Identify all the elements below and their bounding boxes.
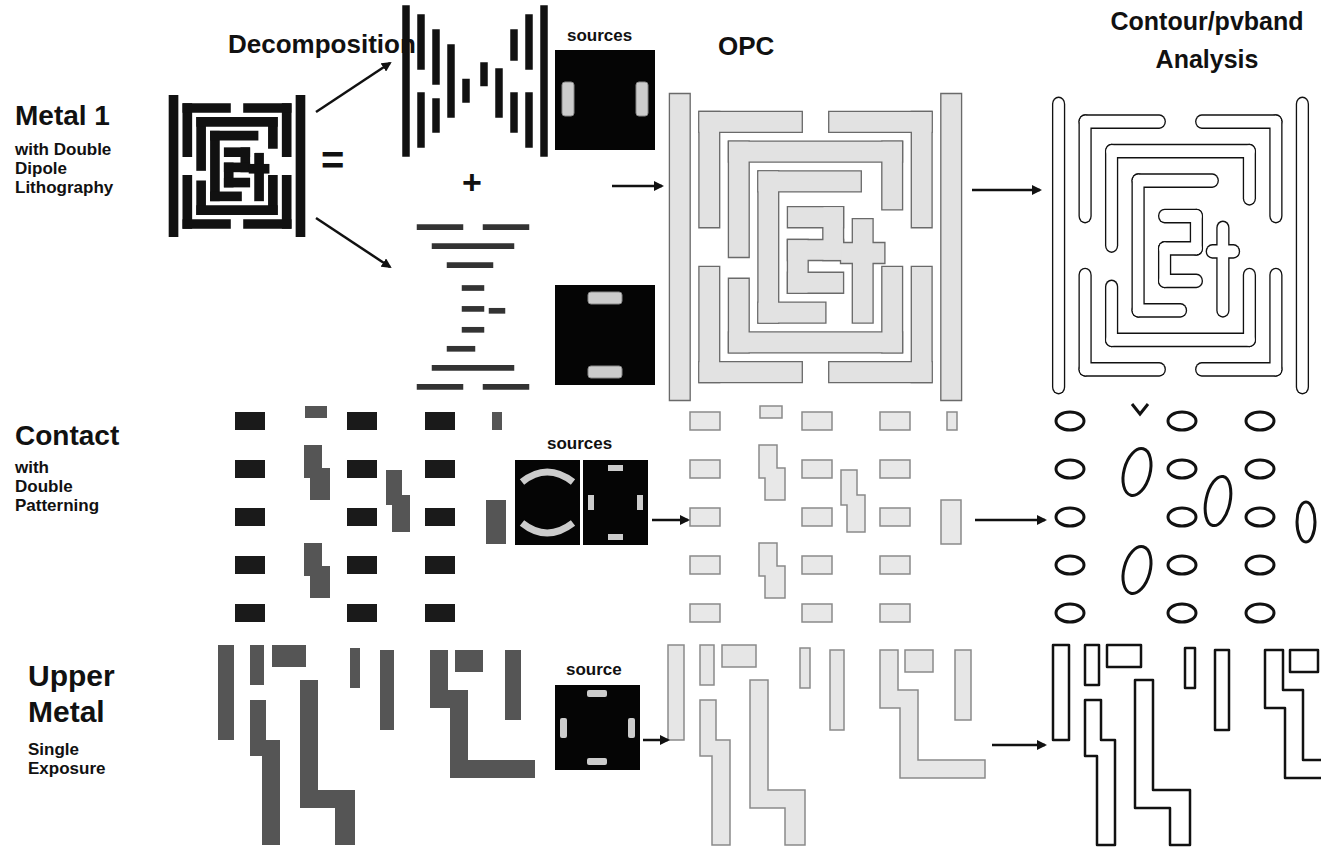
source-quadrupole	[555, 685, 640, 770]
flow-arrows	[652, 519, 688, 522]
contour-contact	[1056, 404, 1315, 622]
decomposition-vertical	[406, 9, 544, 153]
column-header: Contour/pvband Analysis	[1097, 2, 1317, 78]
decomposition-vertical	[406, 9, 544, 153]
flow-arrows	[612, 185, 662, 188]
source-dipole-x	[555, 50, 655, 150]
contour-contact	[1056, 460, 1084, 478]
opc-upper-metal	[668, 645, 985, 845]
contour-contact	[1056, 508, 1084, 526]
flow-arrows	[316, 63, 1045, 745]
opc-contact	[690, 406, 961, 622]
metal1-layout	[174, 100, 301, 232]
opc-upper-metal	[668, 645, 985, 845]
contour-contact	[1246, 412, 1274, 430]
contour-contact	[1168, 556, 1196, 574]
contour-contact	[1246, 508, 1274, 526]
source-dipole-y	[588, 366, 622, 378]
contact-layout	[235, 412, 455, 622]
contour-upper-metal	[1053, 645, 1321, 845]
contour-contact	[1168, 412, 1196, 430]
source-label: sources	[547, 434, 612, 454]
row-subtitle: Single Exposure	[28, 740, 105, 778]
contour-contact	[1132, 404, 1148, 414]
upper-metal-layout	[218, 645, 535, 845]
source-quadrupole	[583, 460, 648, 545]
opc-metal1	[680, 104, 951, 390]
opc-contact	[759, 406, 961, 598]
contour-upper-metal	[1053, 645, 1321, 845]
source-dipole-y	[555, 285, 655, 385]
contour-contact	[1118, 543, 1156, 596]
source-dipole-x	[562, 82, 574, 116]
flow-arrows	[316, 63, 390, 112]
contour-contact	[1246, 604, 1274, 622]
source-dipole-y	[555, 285, 655, 385]
flow-arrows	[972, 189, 1040, 192]
opc-metal1	[680, 104, 951, 390]
source-dipole-x	[555, 50, 655, 150]
contour-contact	[1246, 460, 1274, 478]
row-title: Contact	[15, 420, 119, 452]
column-header: OPC	[718, 30, 774, 62]
contact-layout	[304, 406, 506, 598]
flow-arrows	[316, 218, 390, 267]
source-label: source	[566, 660, 622, 680]
contour-contact	[1297, 502, 1315, 542]
source-dipole-x	[636, 82, 648, 116]
row-subtitle: with Double Dipole Lithography	[15, 140, 113, 197]
source-annular-dipole	[515, 460, 580, 545]
column-header: Decomposition	[228, 28, 416, 60]
contour-contact	[1168, 604, 1196, 622]
source-quadrupole	[555, 685, 640, 770]
contour-contact	[1246, 556, 1274, 574]
contour-metal1	[1059, 104, 1303, 387]
contour-metal1	[1059, 104, 1303, 387]
source-label: sources	[567, 26, 632, 46]
source-quadrupole	[588, 495, 594, 510]
contour-contact	[1056, 412, 1084, 430]
decomposition-horizontal	[419, 227, 527, 387]
metal1-layout	[174, 100, 301, 232]
row-subtitle: with Double Patterning	[15, 458, 99, 515]
source-dipole-y	[588, 292, 622, 304]
source-quadrupole	[587, 758, 607, 765]
source-quadrupole	[583, 460, 648, 545]
opc-metal1	[680, 104, 951, 390]
source-annular-dipole	[522, 523, 573, 533]
contour-contact	[1056, 604, 1084, 622]
contour-contact	[1168, 460, 1196, 478]
operator-symbol: +	[462, 163, 482, 201]
decomposition-horizontal	[419, 227, 527, 387]
contour-contact	[1056, 556, 1084, 574]
upper-metal-layout	[218, 645, 535, 845]
contact-layout	[235, 406, 506, 622]
source-quadrupole	[587, 690, 607, 697]
contour-contact	[1118, 445, 1156, 498]
source-quadrupole	[608, 534, 623, 540]
operator-symbol: =	[321, 138, 344, 182]
flow-arrows	[643, 739, 668, 742]
flow-arrows	[975, 519, 1045, 522]
flow-arrows	[992, 744, 1045, 747]
contour-metal1	[1059, 104, 1303, 387]
source-quadrupole	[637, 495, 643, 510]
source-annular-dipole	[522, 472, 573, 482]
source-quadrupole	[608, 465, 623, 471]
contour-contact	[1201, 474, 1235, 528]
opc-contact	[690, 412, 910, 622]
row-title: Metal 1	[15, 100, 110, 132]
row-title: Upper Metal	[28, 658, 115, 730]
contour-contact	[1168, 508, 1196, 526]
source-quadrupole	[560, 718, 567, 738]
source-quadrupole	[628, 718, 635, 738]
source-annular-dipole	[515, 460, 580, 545]
